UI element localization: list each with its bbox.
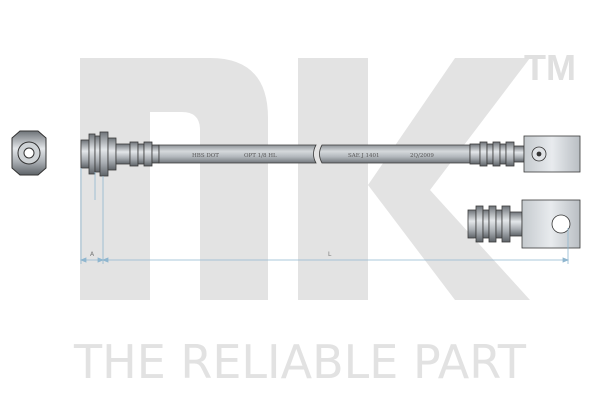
trademark-mark: TM (524, 47, 576, 88)
dimension-a-label: A (90, 251, 95, 258)
logo-letter-k (298, 58, 530, 300)
hex-nut-end-view-icon (11, 130, 47, 176)
hose-print-2: OPT 1/8 HL (244, 153, 277, 159)
banjo-fitting-icon (523, 135, 581, 173)
hose-print-4: 2Q/2009 (410, 153, 434, 159)
hose-print-3: SAE J 1401 (348, 153, 379, 159)
brake-hose-assembly (80, 131, 525, 177)
banjo-fitting-side-icon (467, 199, 581, 249)
dimension-lines (79, 168, 570, 264)
hose-print-1: HBS DOT (192, 153, 219, 159)
brand-tagline: THE RELIABLE PART (74, 335, 526, 389)
dimension-l-label: L (328, 251, 332, 258)
logo-letter-n (80, 58, 268, 300)
